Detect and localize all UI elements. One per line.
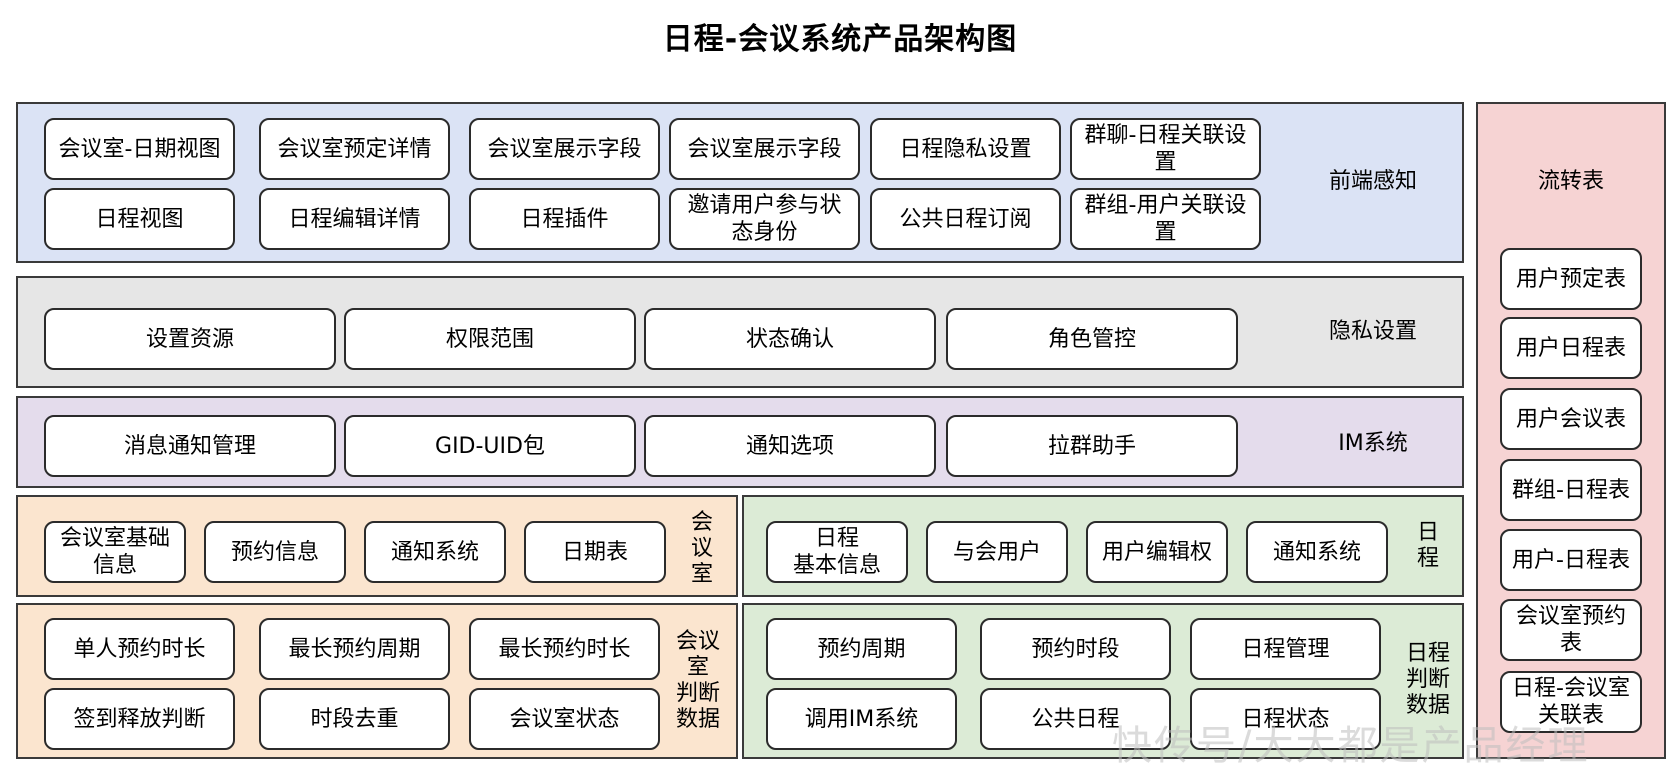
privacy-item: 设置资源 [44,308,336,370]
privacy-item: 角色管控 [946,308,1238,370]
flow-table-item: 用户会议表 [1500,388,1642,450]
im-item: GID-UID包 [344,415,636,477]
flow-table-item: 日程-会议室 关联表 [1500,671,1642,733]
frontend-section: 会议室-日期视图 会议室预定详情 会议室展示字段 会议室展示字段 日程隐私设置 … [16,102,1464,263]
flow-table-item: 用户预定表 [1500,248,1642,310]
meeting-room-item: 预约信息 [204,521,346,583]
watermark-text: 快传号/大大都是产品经理 [1112,723,1590,769]
meeting-judge-item: 单人预约时长 [44,618,235,680]
im-item: 消息通知管理 [44,415,336,477]
meeting-judge-label: 会议 室 判断 数据 [675,629,720,732]
schedule-judge-item: 预约周期 [766,618,957,680]
schedule-section: 日程 基本信息 与会用户 用户编辑权 通知系统 日 程 [742,495,1464,597]
flow-table-section: 流转表 用户预定表 用户日程表 用户会议表 群组-日程表 用户-日程表 会议室预… [1476,102,1666,759]
meeting-room-label: 会 议 室 [690,510,713,587]
frontend-item: 日程编辑详情 [259,188,450,250]
im-item: 拉群助手 [946,415,1238,477]
privacy-item: 状态确认 [644,308,936,370]
frontend-item: 会议室-日期视图 [44,118,235,180]
schedule-item: 日程 基本信息 [766,521,908,583]
frontend-item: 群聊-日程关联设 置 [1070,118,1261,180]
diagram-title: 日程-会议系统产品架构图 [662,22,1018,57]
schedule-judge-item: 调用IM系统 [766,688,957,750]
meeting-judge-item: 会议室状态 [469,688,660,750]
meeting-room-item: 会议室基础 信息 [44,521,186,583]
flow-table-item: 用户-日程表 [1500,529,1642,591]
frontend-item: 公共日程订阅 [870,188,1061,250]
frontend-item: 日程插件 [469,188,660,250]
schedule-judge-item: 日程状态 [1190,688,1381,750]
meeting-judge-item: 最长预约时长 [469,618,660,680]
meeting-judge-section: 单人预约时长 最长预约周期 最长预约时长 签到释放判断 时段去重 会议室状态 会… [16,603,738,759]
meeting-room-item: 通知系统 [364,521,506,583]
schedule-judge-section: 预约周期 预约时段 日程管理 调用IM系统 公共日程 日程状态 日程 判断 数据 [742,603,1464,759]
flow-table-label: 流转表 [1537,169,1604,194]
flow-table-item: 会议室预约 表 [1500,599,1642,661]
flow-table-item: 用户日程表 [1500,317,1642,379]
schedule-item: 与会用户 [926,521,1068,583]
meeting-judge-item: 最长预约周期 [259,618,450,680]
frontend-item: 会议室展示字段 [469,118,660,180]
schedule-item: 用户编辑权 [1086,521,1228,583]
privacy-label: 隐私设置 [1328,319,1417,344]
frontend-item: 日程隐私设置 [870,118,1061,180]
meeting-room-section: 会议室基础 信息 预约信息 通知系统 日期表 会 议 室 [16,495,738,597]
im-section: 消息通知管理 GID-UID包 通知选项 拉群助手 IM系统 [16,396,1464,488]
schedule-judge-item: 公共日程 [980,688,1171,750]
frontend-label: 前端感知 [1328,169,1417,194]
im-label: IM系统 [1338,431,1408,456]
schedule-judge-item: 预约时段 [980,618,1171,680]
frontend-item: 日程视图 [44,188,235,250]
meeting-room-item: 日期表 [524,521,666,583]
frontend-item: 群组-用户关联设 置 [1070,188,1261,250]
privacy-section: 设置资源 权限范围 状态确认 角色管控 隐私设置 [16,276,1464,388]
frontend-item: 会议室预定详情 [259,118,450,180]
schedule-item: 通知系统 [1246,521,1388,583]
frontend-item: 邀请用户参与状 态身份 [669,188,860,250]
im-item: 通知选项 [644,415,936,477]
meeting-judge-item: 签到释放判断 [44,688,235,750]
flow-table-item: 群组-日程表 [1500,459,1642,521]
privacy-item: 权限范围 [344,308,636,370]
meeting-judge-item: 时段去重 [259,688,450,750]
frontend-item: 会议室展示字段 [669,118,860,180]
schedule-judge-item: 日程管理 [1190,618,1381,680]
schedule-judge-label: 日程 判断 数据 [1405,641,1450,718]
schedule-label: 日 程 [1416,520,1439,571]
